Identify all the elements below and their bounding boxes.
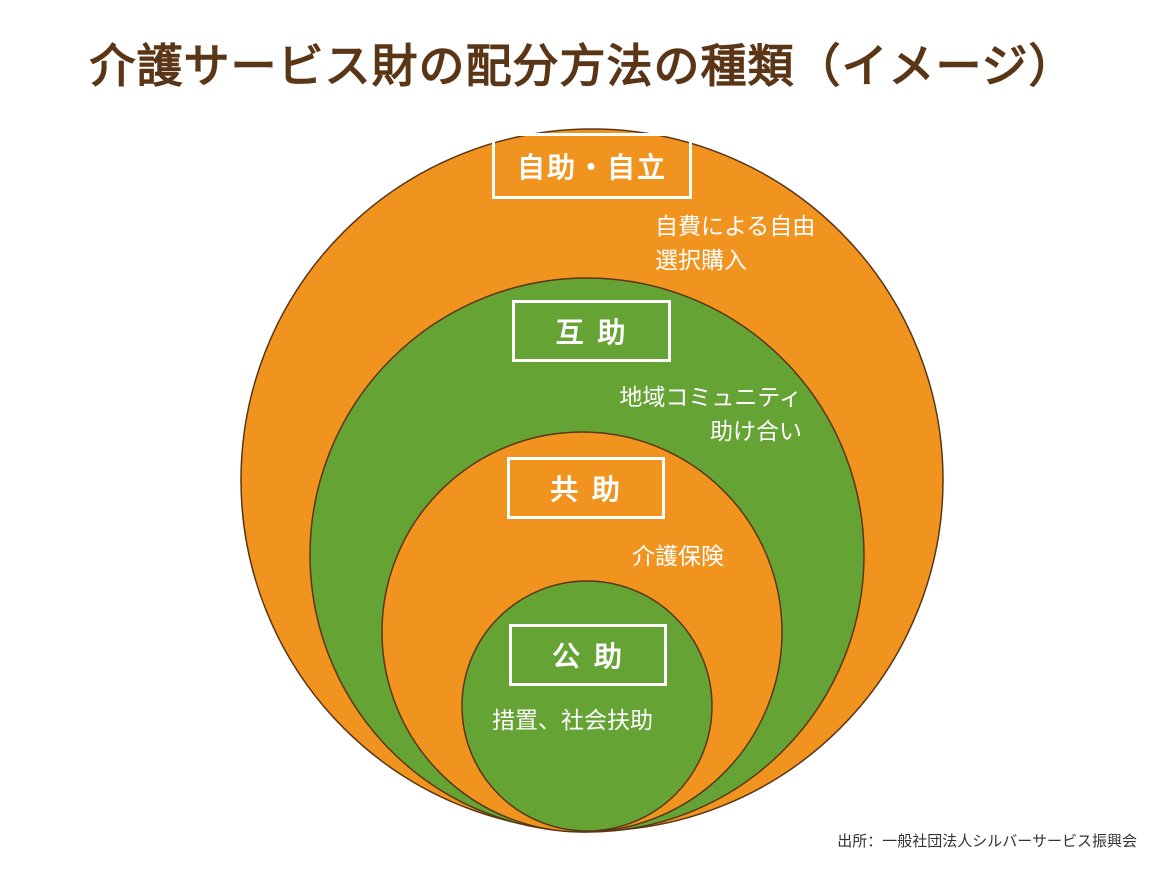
- co-help-description: 介護保険: [632, 540, 724, 574]
- self-help-label: 自助・自立: [492, 133, 692, 199]
- co-help-label: 共 助: [507, 457, 665, 519]
- self-help-desc-line2: 選択購入: [655, 248, 747, 274]
- mutual-help-label: 互 助: [512, 300, 671, 362]
- public-help-desc-line1: 措置、社会扶助: [492, 708, 653, 734]
- self-help-description: 自費による自由 選択購入: [655, 210, 815, 278]
- mutual-help-description: 地域コミュニティ 助け合い: [590, 381, 802, 449]
- public-help-description: 措置、社会扶助: [492, 704, 653, 738]
- public-help-circle: [461, 580, 713, 832]
- public-help-label: 公 助: [509, 624, 667, 686]
- mutual-help-desc-line2: 助け合い: [710, 419, 802, 445]
- page-title: 介護サービス財の配分方法の種類（イメージ）: [89, 39, 1076, 93]
- self-help-desc-line1: 自費による自由: [655, 214, 816, 240]
- source-citation: 出所：一般社団法人シルバーサービス振興会: [837, 832, 1137, 850]
- co-help-desc-line1: 介護保険: [632, 544, 724, 570]
- mutual-help-desc-line1: 地域コミュニティ: [619, 385, 802, 411]
